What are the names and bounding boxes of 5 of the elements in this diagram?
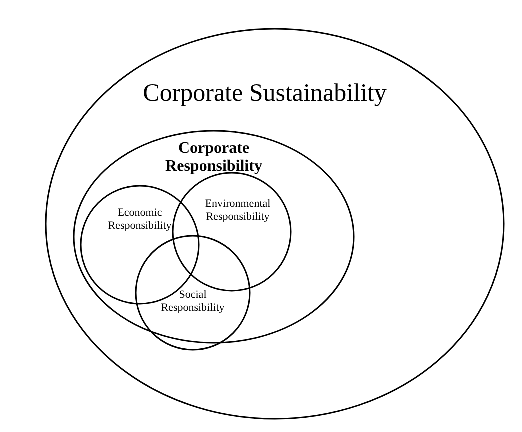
set-label: Economic Responsibility bbox=[107, 207, 173, 232]
set-label: Social Responsibility bbox=[160, 289, 226, 314]
set-label: Corporate Sustainability bbox=[142, 80, 388, 109]
set-label: Environmental Responsibility bbox=[204, 198, 272, 224]
set-label: Corporate Responsibility bbox=[164, 140, 264, 177]
